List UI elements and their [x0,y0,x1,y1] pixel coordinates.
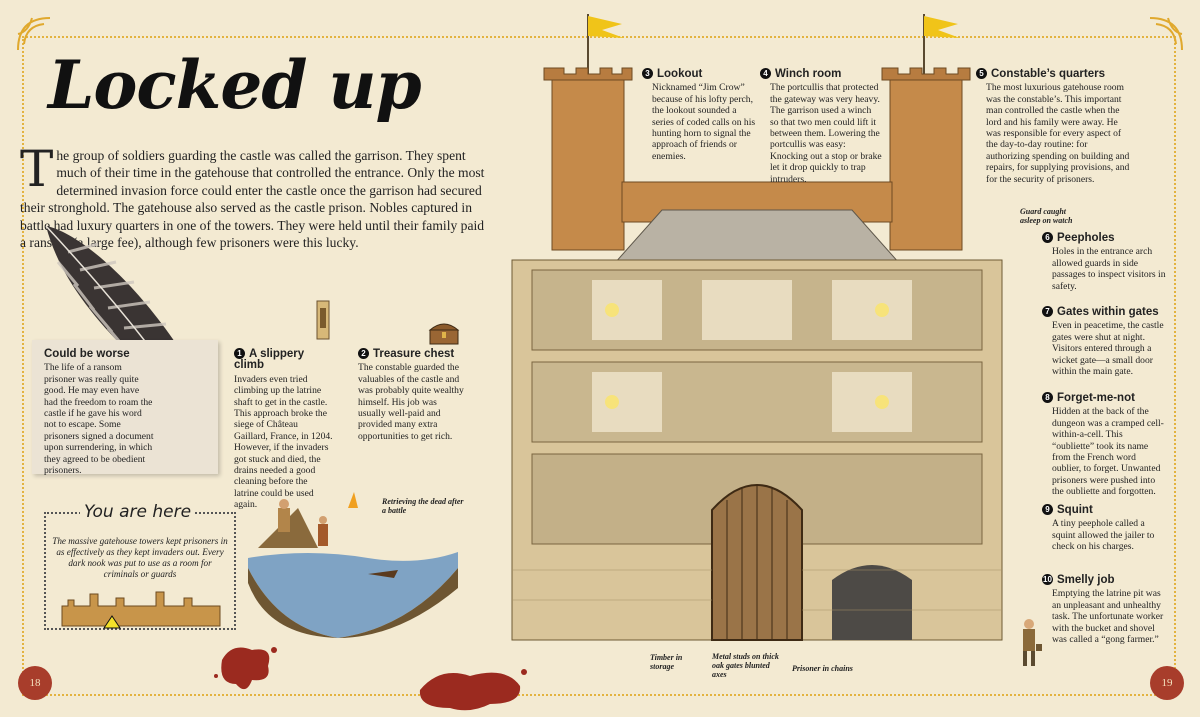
caption-heading: A slippery climb [234,348,305,372]
caption-text: Nicknamed “Jim Crow” because of his loft… [652,82,756,162]
caption-number: 7 [1042,306,1053,317]
caption-squint: 9 Squint A tiny peephole called a squint … [1042,504,1166,553]
gong-farmer-figure-illustration [1023,619,1042,666]
caption-peepholes: 6 Peepholes Holes in the entrance arch al… [1042,232,1166,292]
caption-number: 4 [760,68,771,79]
you-are-here-text: The massive gatehouse towers kept prison… [52,536,228,579]
caption-lookout: 3 Lookout Nicknamed “Jim Crow” because of… [642,68,756,162]
caption-number: 10 [1042,574,1053,585]
corner-ornament-top-right-icon [1149,17,1183,51]
caption-text: The most luxurious gatehouse room was th… [986,82,1130,185]
caption-heading: Forget-me-not [1057,392,1135,404]
caption-text: Invaders even tried climbing up the latr… [234,373,333,511]
caption-number: 9 [1042,504,1053,515]
page-number-left: 18 [18,666,52,700]
latrine-shaft-icon [316,300,330,340]
gatehouse-cutaway-illustration [511,14,1003,641]
caption-heading: Lookout [657,68,703,80]
caption-text: Even in peacetime, the castle gates were… [1052,320,1164,378]
caption-heading: Winch room [775,68,842,80]
caption-text: The portcullis that protected the gatewa… [770,82,882,185]
caption-heading: Smelly job [1057,574,1115,586]
treasure-chest-icon [428,323,460,345]
page-title: Locked up [48,46,422,124]
caption-number: 8 [1042,392,1053,403]
note-retrieving-dead: Retrieving the dead after a battle [382,497,464,515]
caption-number: 2 [358,348,369,359]
caption-heading: Gates within gates [1057,306,1159,318]
caption-text: Emptying the latrine pit was an unpleasa… [1052,588,1164,646]
caption-text: The constable guarded the valuables of t… [358,362,464,442]
caption-heading: Squint [1057,504,1093,516]
note-prisoner-chains: Prisoner in chains [792,664,853,673]
note-timber-storage: Timber in storage [650,653,683,671]
could-be-worse-text: The life of a ransom prisoner was really… [44,362,154,477]
caption-winch-room: 4 Winch room The portcullis that protecte… [760,68,882,185]
caption-text: Hidden at the back of the dungeon was a … [1052,406,1164,498]
blood-splatter-icon [419,669,527,711]
could-be-worse-box: Could be worse The life of a ransom pris… [32,340,218,477]
caption-forget-me-not: 8 Forget-me-not Hidden at the back of the… [1042,392,1166,498]
castle-locator-icon [61,591,221,629]
river-battle-scene-illustration [248,492,458,638]
note-guard-asleep: Guard caught asleep on watch [1020,207,1073,225]
intro-text: he group of soldiers guarding the castle… [20,148,485,251]
caption-number: 6 [1042,232,1053,243]
caption-number: 5 [976,68,987,79]
caption-number: 1 [234,348,245,359]
caption-number: 3 [642,68,653,79]
caption-text: Holes in the entrance arch allowed guard… [1052,246,1166,292]
caption-heading: Peepholes [1057,232,1115,244]
caption-heading: Treasure chest [373,348,455,360]
caption-text: A tiny peephole called a squint allowed … [1052,518,1155,553]
blood-splatter-icon [214,647,277,690]
note-metal-studs: Metal studs on thick oak gates blunted a… [712,652,779,679]
drop-cap: T [20,140,54,198]
caption-treasure-chest: 2 Treasure chest The constable guarded th… [358,348,464,442]
page-border [22,36,1176,696]
page-number-right: 19 [1150,666,1184,700]
you-are-here-heading: You are here [80,502,196,522]
caption-heading: Constable’s quarters [991,68,1105,80]
caption-gates-within-gates: 7 Gates within gates Even in peacetime, t… [1042,306,1166,377]
caption-smelly-job: 10 Smelly job Emptying the latrine pit wa… [1042,574,1166,645]
could-be-worse-heading: Could be worse [44,348,130,360]
caption-constables-quarters: 5 Constable’s quarters The most luxurious… [976,68,1132,185]
you-are-here-box: You are here The massive gatehouse tower… [44,502,236,630]
corner-ornament-top-left-icon [17,17,51,51]
